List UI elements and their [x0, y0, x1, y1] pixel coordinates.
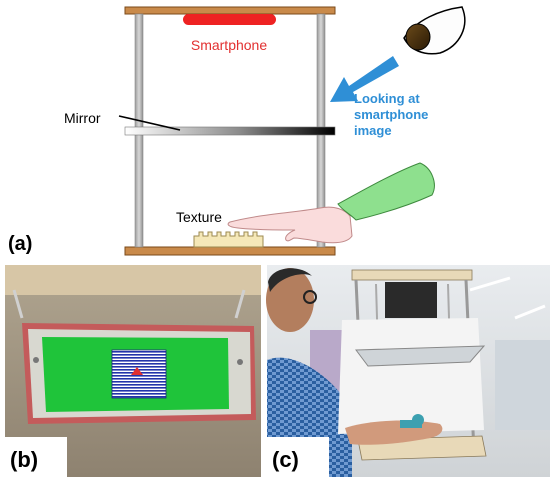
person-hair	[268, 268, 312, 292]
white-backdrop	[338, 318, 484, 434]
panel-b-tag-box	[5, 437, 67, 477]
looking-label: Looking at smartphone image	[354, 91, 432, 138]
looking-label-line-2: smartphone	[354, 107, 428, 122]
ceiling-light	[469, 276, 511, 292]
left-rod	[12, 289, 24, 319]
smartphone-label: Smartphone	[191, 37, 267, 53]
panel-a-diagram: Smartphone Mirror Texture Looking at sma…	[8, 6, 466, 256]
panel-c-tag: (c)	[272, 447, 299, 472]
smartphone-shape	[183, 14, 276, 25]
mirror-label: Mirror	[64, 110, 101, 126]
looking-label-line-3: image	[354, 123, 392, 138]
texture-block	[193, 231, 264, 248]
texture-label: Texture	[176, 209, 222, 225]
holder-left	[33, 357, 39, 363]
looking-arrow-icon	[330, 56, 399, 102]
ceiling-light-2	[514, 304, 546, 320]
mirror-photo	[355, 345, 486, 367]
eye-icon	[403, 6, 466, 55]
panel-c-photo: (c)	[266, 265, 550, 477]
glasses	[303, 290, 317, 304]
person-head	[266, 268, 314, 332]
hand-shape	[227, 206, 353, 244]
cardboard-surface	[5, 265, 261, 295]
panel-b-photo: (b)	[5, 265, 261, 477]
top-board-photo	[351, 269, 473, 281]
mirror-leader-line	[118, 115, 181, 131]
target-marker	[131, 367, 143, 375]
holder-right	[237, 359, 243, 365]
texture-object-2	[400, 420, 422, 428]
top-board	[124, 6, 336, 15]
bottom-board	[124, 246, 336, 256]
looking-label-line-1: Looking at	[354, 91, 420, 106]
smartphone-photo	[385, 282, 437, 318]
panel-a-tag: (a)	[8, 233, 32, 255]
panel-c-tag-box	[267, 437, 329, 477]
sleeve-shape	[337, 162, 435, 221]
panel-b-tag: (b)	[10, 447, 38, 472]
back-shelves	[495, 340, 550, 430]
right-rod	[234, 289, 246, 319]
mirror-shape	[124, 126, 336, 136]
